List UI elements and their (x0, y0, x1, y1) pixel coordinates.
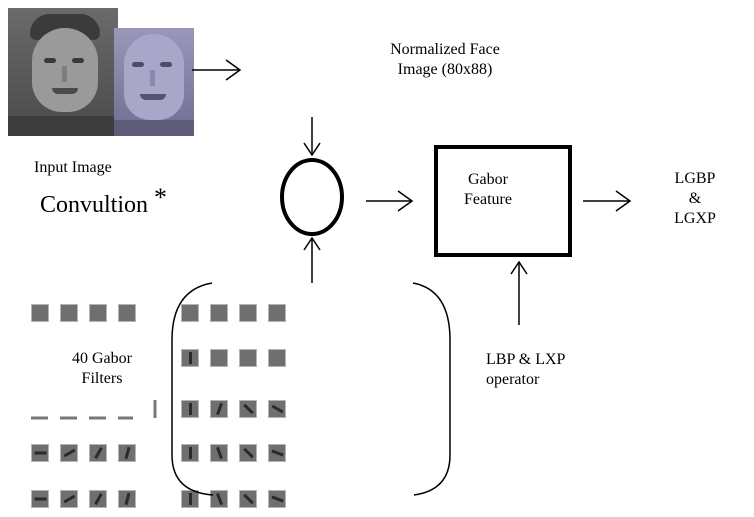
arrow-normalized (192, 59, 242, 81)
filter-cell (60, 444, 78, 462)
normalized-face-label-line2: Image (80x88) (397, 61, 493, 78)
filters-dashes (31, 400, 157, 420)
filter-cell (181, 349, 199, 367)
filter-cell (239, 400, 257, 418)
left-bracket (171, 282, 214, 496)
filter-cell (118, 444, 136, 462)
convolution-text: Convultion (40, 192, 149, 218)
filter-cell (210, 444, 228, 462)
arrow-into-circle-bottom (303, 236, 321, 283)
filter-cell (118, 304, 136, 322)
filter-cell (60, 490, 78, 508)
convolution-label: Convultion * (40, 184, 167, 219)
filter-cell (181, 490, 199, 508)
filter-cell (210, 490, 228, 508)
filter-cell (239, 304, 257, 322)
input-image-label: Input Image (34, 159, 112, 176)
filters-line1: 40 Gabor (72, 350, 132, 367)
filter-cell (268, 400, 286, 418)
normalized-face-image (114, 28, 194, 136)
filter-cell (268, 490, 286, 508)
filter-cell (239, 349, 257, 367)
filter-cell (118, 490, 136, 508)
arrow-box-to-output (583, 190, 632, 212)
filter-cell (210, 304, 228, 322)
gabor-filter-bank (31, 304, 291, 514)
filter-cell (31, 490, 49, 508)
right-bracket (412, 282, 451, 496)
normalized-face-label: Normalized Face Image (80x88) (345, 40, 545, 80)
filter-cell (181, 444, 199, 462)
operator-line1: LBP & LXP (486, 351, 566, 368)
filter-cell (89, 304, 107, 322)
filter-cell (239, 490, 257, 508)
operator-label: LBP & LXP operator (486, 350, 565, 390)
gabor-feature-box (434, 145, 572, 257)
convolution-circle (280, 158, 344, 236)
gabor-feature-line1: Gabor (468, 171, 508, 188)
filter-cell (181, 304, 199, 322)
output-line3: LGXP (674, 210, 716, 227)
input-face-image (8, 8, 118, 136)
filter-cell (60, 304, 78, 322)
gabor-feature-label: Gabor Feature (464, 170, 534, 210)
convolution-symbol: * (154, 183, 168, 212)
filter-cell (268, 444, 286, 462)
filter-cell (89, 444, 107, 462)
filter-cell (31, 444, 49, 462)
filter-cell (210, 349, 228, 367)
filters-line2: Filters (81, 370, 123, 387)
arrow-circle-to-box (366, 190, 414, 212)
filter-cell (31, 304, 49, 322)
arrow-into-circle-top (303, 117, 321, 157)
filter-cell (210, 400, 228, 418)
output-line2: & (688, 190, 702, 207)
gabor-feature-line2: Feature (464, 191, 512, 208)
filters-label: 40 Gabor Filters (52, 349, 152, 389)
arrow-operator-to-box (510, 260, 528, 325)
filter-cell (268, 304, 286, 322)
filter-cell (89, 490, 107, 508)
operator-line2: operator (486, 371, 540, 388)
normalized-face-label-line1: Normalized Face (390, 41, 500, 58)
filter-cell (268, 349, 286, 367)
output-line1: LGBP (674, 170, 716, 187)
filter-cell (239, 444, 257, 462)
filter-cell (181, 400, 199, 418)
output-label: LGBP & LGXP (660, 169, 730, 229)
